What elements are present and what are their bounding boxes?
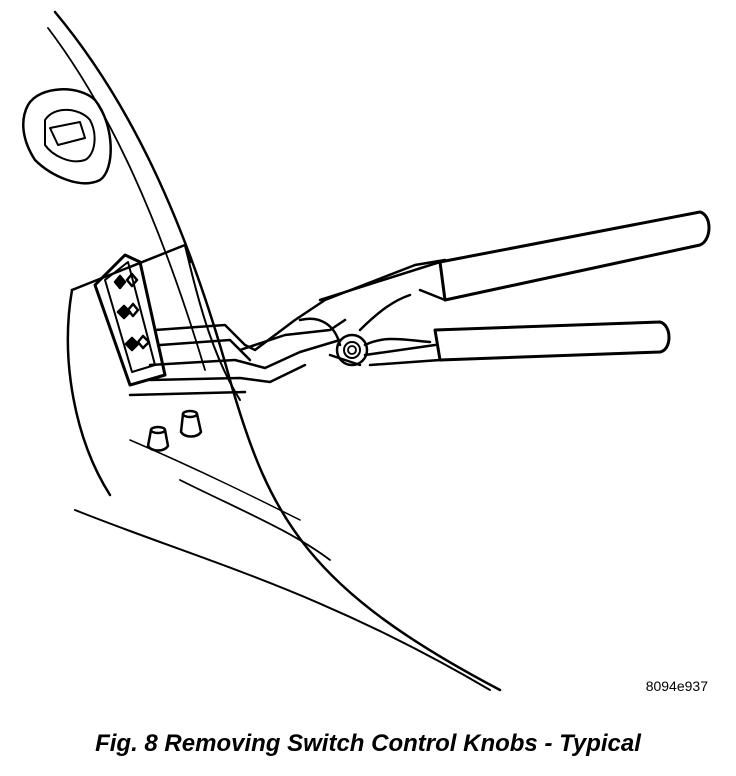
window-switch-knob-2 bbox=[116, 302, 140, 320]
armrest-panel bbox=[66, 243, 241, 497]
figure-reference-code: 8094e937 bbox=[645, 678, 708, 694]
pliers-lower-handle bbox=[433, 320, 671, 362]
pliers-upper-handle bbox=[438, 210, 711, 302]
switch-bezel-icon bbox=[93, 253, 167, 387]
window-switch-knob-3 bbox=[124, 334, 151, 352]
door-handle-cup bbox=[22, 88, 112, 185]
knob-post-icon bbox=[146, 409, 203, 452]
line-drawing bbox=[22, 10, 711, 692]
window-switch-knob-1 bbox=[113, 272, 139, 290]
pliers-icon bbox=[128, 210, 711, 397]
door-panel bbox=[47, 10, 502, 692]
figure-caption: Fig. 8 Removing Switch Control Knobs - T… bbox=[95, 730, 641, 757]
